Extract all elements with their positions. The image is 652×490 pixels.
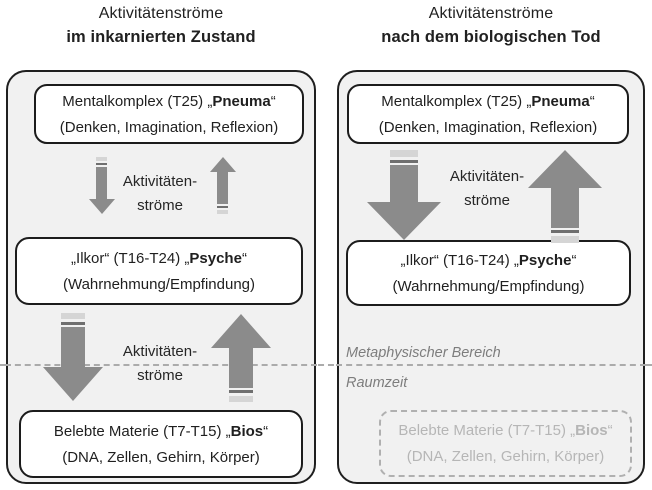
bios-box-line2: (DNA, Zellen, Gehirn, Körper): [62, 449, 260, 466]
psyche-box-line2: (Wahrnehmung/Empfindung): [62, 276, 256, 293]
bios-box-line2: (DNA, Zellen, Gehirn, Körper): [406, 448, 605, 465]
boundary-line-segment: [5, 364, 317, 366]
up-arrow-icon: [528, 150, 602, 243]
left-column-title: Aktivitätenströme: [98, 5, 224, 22]
up-arrow-icon: [211, 314, 271, 402]
psyche-box-line2: (Wahrnehmung/Empfindung): [392, 278, 585, 295]
bios-box: Belebte Materie (T7-T15) „Bios“ (DNA, Ze…: [19, 410, 303, 478]
pneuma-box: Mentalkomplex (T25) „Pneuma“ (Denken, Im…: [347, 84, 629, 144]
bios-box-line1: Belebte Materie (T7-T15) „Bios“: [398, 422, 613, 439]
bios-box-disabled: Belebte Materie (T7-T15) „Bios“ (DNA, Ze…: [379, 410, 632, 477]
up-arrow-icon: [210, 157, 236, 214]
boundary-line-segment: [336, 364, 646, 366]
pneuma-box-line1: Mentalkomplex (T25) „Pneuma“: [381, 93, 595, 110]
psyche-box-line1: „Ilkor“ (T16-T24) „Psyche“: [71, 250, 247, 267]
psyche-box: „Ilkor“ (T16-T24) „Psyche“ (Wahrnehmung/…: [15, 237, 303, 305]
pneuma-box-line1: Mentalkomplex (T25) „Pneuma“: [62, 93, 276, 110]
down-arrow-icon: [89, 157, 115, 214]
psyche-box: „Ilkor“ (T16-T24) „Psyche“ (Wahrnehmung/…: [346, 240, 631, 306]
incarnated-state-panel: Aktivitäten- ströme Aktivitäten- ströme …: [5, 70, 317, 484]
metaphysics-spacetime-boundary-line: [0, 364, 652, 366]
flow-label-lower: Aktivitäten- ströme: [122, 343, 198, 384]
bios-box-line1: Belebte Materie (T7-T15) „Bios“: [53, 423, 269, 440]
metaphysical-region-label: Metaphysischer Bereich: [346, 345, 501, 361]
right-column-title: Aktivitätenströme: [428, 5, 554, 22]
pneuma-box: Mentalkomplex (T25) „Pneuma“ (Denken, Im…: [34, 84, 304, 144]
pneuma-box-line2: (Denken, Imagination, Reflexion): [378, 119, 598, 136]
spacetime-region-label: Raumzeit: [346, 375, 408, 391]
pneuma-box-line2: (Denken, Imagination, Reflexion): [59, 119, 279, 136]
after-death-panel: Metaphysischer Bereich Raumzeit Mentalko…: [336, 70, 646, 484]
right-column-subtitle: nach dem biologischen Tod: [381, 28, 601, 46]
flow-label: Aktivitäten- ströme: [449, 168, 525, 209]
flow-label-upper: Aktivitäten- ströme: [122, 173, 198, 214]
down-arrow-icon: [43, 313, 103, 401]
left-column-subtitle: im inkarnierten Zustand: [66, 28, 256, 46]
down-arrow-icon: [367, 150, 441, 240]
psyche-box-line1: „Ilkor“ (T16-T24) „Psyche“: [400, 252, 577, 269]
